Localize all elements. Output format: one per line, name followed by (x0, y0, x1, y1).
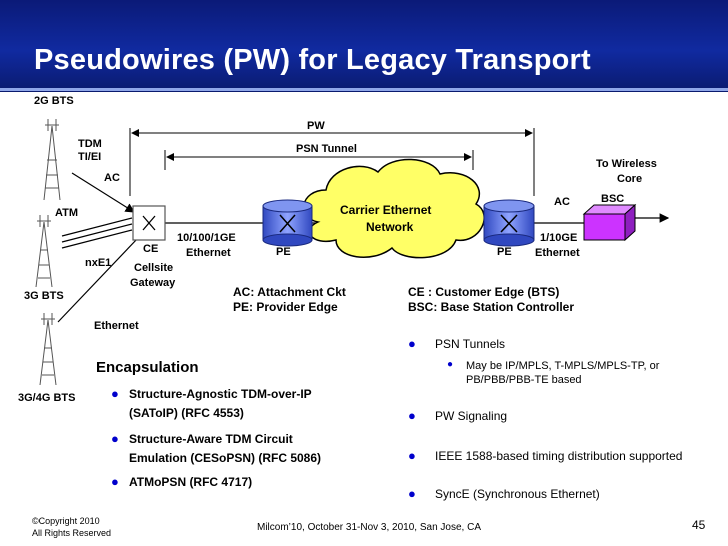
label-3g-bts: 3G BTS (24, 290, 64, 302)
label-pe-right: PE (497, 246, 512, 258)
feature-psn-tunnels: PSN Tunnels (435, 337, 506, 351)
label-wireless-1: To Wireless (596, 158, 657, 170)
title-bar (0, 0, 728, 92)
label-tiei: TI/EI (78, 151, 102, 163)
label-psn-tunnel: PSN Tunnel (296, 143, 357, 155)
bullet-icon: ● (408, 448, 416, 463)
encap-item-3: ATMoPSN (RFC 4717) (129, 475, 253, 489)
cellsite-gateway-icon (132, 205, 166, 241)
footer-conference: Milcom’10, October 31-Nov 3, 2010, San J… (257, 522, 481, 533)
pe-left-router-icon (262, 199, 313, 247)
feature-synce: SyncE (Synchronous Ethernet) (435, 487, 600, 501)
encap-item-2-line1: Structure-Aware TDM Circuit (129, 432, 293, 446)
label-link-right-2: Ethernet (535, 247, 580, 259)
bullet-icon: ● (408, 408, 416, 423)
bullet-icon: ● (111, 386, 119, 401)
psn-tunnel-span (164, 150, 474, 170)
label-ethernet: Ethernet (94, 320, 139, 332)
bts-links (57, 172, 139, 323)
label-ac-right: AC (554, 196, 570, 208)
label-nxe1: nxE1 (85, 257, 112, 269)
legend-ac: AC: Attachment Ckt (233, 285, 346, 299)
legend-bsc: BSC: Base Station Controller (408, 300, 575, 314)
bullet-icon: ● (111, 431, 119, 446)
label-2g-bts: 2G BTS (34, 95, 74, 107)
sub-bullet-icon: ● (447, 359, 454, 370)
feature-pw-signaling: PW Signaling (435, 409, 508, 423)
label-link-left-1: 10/100/1GE (177, 232, 236, 244)
title-underline (0, 88, 728, 91)
label-ac-left: AC (104, 172, 120, 184)
legend-pe: PE: Provider Edge (233, 300, 338, 314)
carrier-ethernet-cloud (302, 158, 485, 259)
label-cloud-1: Carrier Ethernet (340, 203, 432, 217)
tower-3g-icon (35, 215, 53, 288)
feature-ieee1588: IEEE 1588-based timing distribution supp… (435, 449, 683, 463)
page-number: 45 (692, 518, 706, 532)
bullet-icon: ● (408, 486, 416, 501)
pw-span (129, 128, 535, 196)
encap-item-1-line1: Structure-Agnostic TDM-over-IP (129, 387, 312, 401)
footer-copyright-2: All Rights Reserved (32, 528, 112, 538)
label-cellsite: Cellsite (134, 262, 174, 274)
bullet-icon: ● (111, 474, 119, 489)
label-pe-left: PE (276, 246, 291, 258)
label-cloud-2: Network (366, 220, 414, 234)
label-3g4g-bts: 3G/4G BTS (18, 392, 76, 404)
tower-2g-icon (43, 119, 61, 201)
encapsulation-heading: Encapsulation (96, 359, 199, 376)
footer-copyright-1: ©Copyright 2010 (32, 516, 100, 526)
encap-item-2-line2: Emulation (CESoPSN) (RFC 5086) (129, 451, 322, 465)
tower-3g4g-icon (39, 313, 57, 386)
label-wireless-2: Core (617, 173, 643, 185)
pe-right-router-icon (483, 199, 535, 247)
label-gateway: Gateway (130, 277, 176, 289)
label-link-left-2: Ethernet (186, 247, 231, 259)
page-title: Pseudowires (PW) for Legacy Transport (34, 44, 591, 76)
feature-psn-sub-1: May be IP/MPLS, T-MPLS/MPLS-TP, or (466, 360, 660, 372)
label-ce: CE (143, 243, 159, 255)
label-bsc: BSC (601, 193, 625, 205)
legend-ce: CE : Customer Edge (BTS) (408, 285, 560, 299)
label-tdm: TDM (78, 138, 102, 150)
feature-psn-sub-2: PB/PBB/PBB-TE based (466, 374, 582, 386)
label-pw: PW (307, 120, 325, 132)
label-atm: ATM (55, 207, 79, 219)
label-link-right-1: 1/10GE (540, 232, 578, 244)
bullet-icon: ● (408, 336, 416, 351)
bsc-icon (582, 203, 637, 242)
encap-item-1-line2: (SAToIP) (RFC 4553) (129, 406, 244, 420)
